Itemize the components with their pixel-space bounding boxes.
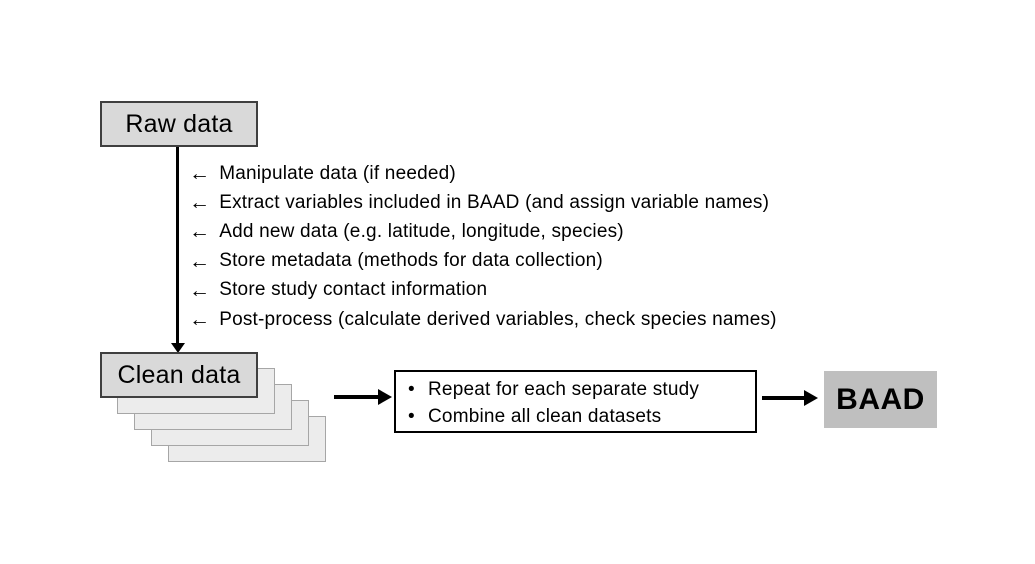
processing-steps-list: ← Manipulate data (if needed) ← Extract … — [189, 159, 777, 334]
step-item: ← Store study contact information — [189, 276, 777, 305]
step-item: ← Add new data (e.g. latitude, longitude… — [189, 217, 777, 246]
left-arrow-icon: ← — [189, 249, 211, 273]
bullet-icon: • — [408, 406, 415, 427]
step-label: Post-process (calculate derived variable… — [219, 308, 777, 330]
raw-data-node: Raw data — [100, 101, 258, 147]
process-box: • Repeat for each separate study • Combi… — [394, 370, 757, 433]
clean-data-label: Clean data — [117, 360, 241, 389]
vertical-connector-line — [176, 147, 179, 344]
left-arrow-icon: ← — [189, 220, 211, 244]
process-bullet-label: Combine all clean datasets — [428, 406, 662, 427]
right-arrow-shaft — [334, 395, 380, 399]
left-arrow-icon: ← — [189, 308, 211, 332]
step-item: ← Post-process (calculate derived variab… — [189, 305, 777, 334]
down-arrowhead-icon — [171, 343, 185, 353]
step-label: Add new data (e.g. latitude, longitude, … — [219, 220, 624, 242]
process-bullet-item: • Repeat for each separate study — [408, 377, 755, 404]
process-bullet-label: Repeat for each separate study — [428, 379, 700, 400]
right-arrowhead-icon — [804, 390, 818, 406]
left-arrow-icon: ← — [189, 191, 211, 215]
step-label: Manipulate data (if needed) — [219, 162, 456, 184]
step-label: Extract variables included in BAAD (and … — [219, 191, 770, 213]
bullet-icon: • — [408, 379, 415, 400]
step-label: Store study contact information — [219, 279, 488, 301]
step-item: ← Store metadata (methods for data colle… — [189, 247, 777, 276]
raw-data-label: Raw data — [125, 109, 233, 138]
left-arrow-icon: ← — [189, 278, 211, 302]
right-arrow-shaft — [762, 396, 806, 400]
baad-label: BAAD — [836, 382, 925, 416]
step-label: Store metadata (methods for data collect… — [219, 250, 603, 272]
step-item: ← Extract variables included in BAAD (an… — [189, 188, 777, 217]
left-arrow-icon: ← — [189, 162, 211, 186]
process-bullet-item: • Combine all clean datasets — [408, 404, 755, 431]
right-arrowhead-icon — [378, 389, 392, 405]
baad-node: BAAD — [824, 371, 937, 428]
step-item: ← Manipulate data (if needed) — [189, 159, 777, 188]
clean-data-node: Clean data — [100, 352, 258, 398]
